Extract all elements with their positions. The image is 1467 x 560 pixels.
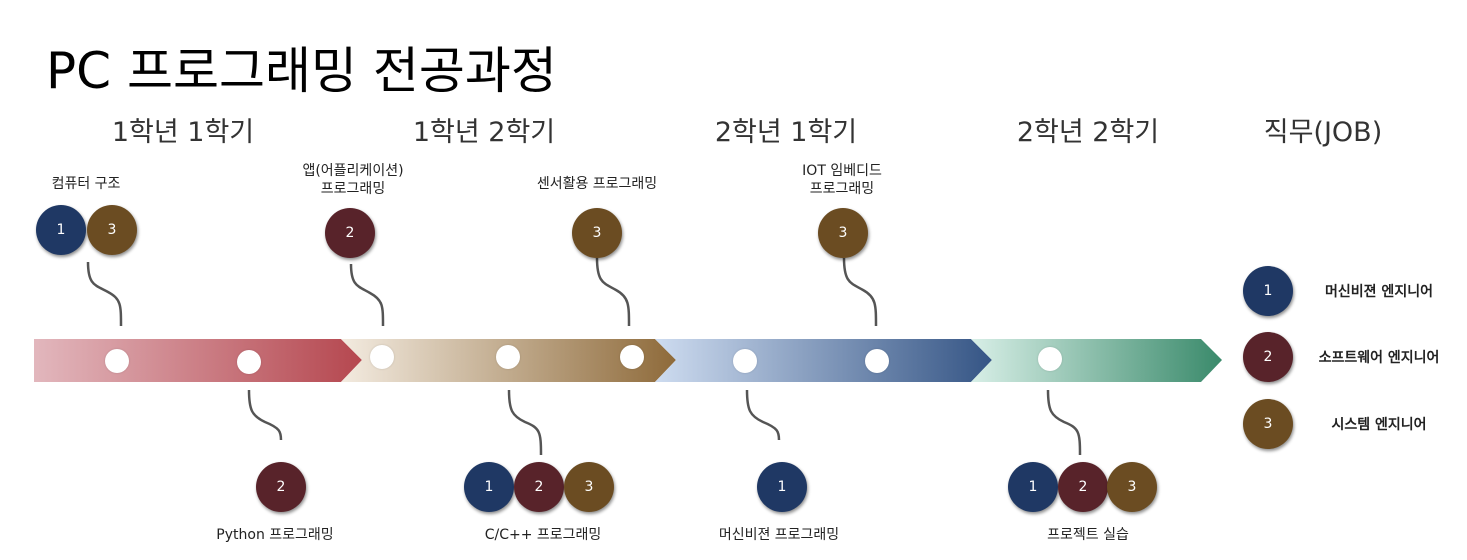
course-label-machine-vision-programming: 머신비젼 프로그래밍 (718, 527, 840, 543)
legend-label-3: 시스템 엔지니어 (1331, 417, 1427, 433)
connector-c-programming (507, 389, 543, 456)
course-label-c-programming: C/C++ 프로그래밍 (484, 527, 602, 543)
timeline-dot (105, 349, 129, 373)
badge-engineer-3: 3 (818, 208, 868, 258)
badge-engineer-2: 2 (1058, 462, 1108, 512)
badge-engineer-2: 2 (325, 208, 375, 258)
timeline-dot (1038, 347, 1062, 371)
connector-sensor-programming (595, 257, 631, 327)
badge-engineer-1: 1 (1008, 462, 1058, 512)
legend-label-2: 소프트웨어 엔지니어 (1318, 350, 1440, 366)
badge-engineer-1: 1 (464, 462, 514, 512)
timeline-dot (733, 349, 757, 373)
timeline-dot (370, 345, 394, 369)
timeline-dot (865, 349, 889, 373)
course-label-project-practice: 프로젝트 실습 (1047, 527, 1129, 543)
timeline-segment-3 (655, 339, 992, 382)
timeline-segment-1 (34, 339, 362, 382)
badge-engineer-2: 2 (514, 462, 564, 512)
legend-badge-1: 1 (1243, 266, 1293, 316)
course-label-computer-structure: 컴퓨터 구조 (51, 176, 121, 192)
course-label-sensor-programming: 센서활용 프로그래밍 (536, 176, 658, 192)
timeline-dot (237, 350, 261, 374)
connector-project-practice (1046, 389, 1082, 456)
timeline-segment-4 (971, 339, 1222, 382)
connector-app-programming (349, 263, 385, 327)
badge-engineer-3: 3 (572, 208, 622, 258)
connector-computer-structure (86, 261, 123, 327)
badge-engineer-3: 3 (1107, 462, 1157, 512)
phase-header-2: 1학년 2학기 (412, 117, 556, 148)
phase-header-3: 2학년 1학기 (714, 117, 858, 148)
legend-badge-2: 2 (1243, 332, 1293, 382)
timeline-dot (620, 345, 644, 369)
timeline-dot (496, 345, 520, 369)
badge-engineer-1: 1 (36, 205, 86, 255)
connector-python-programming (247, 389, 283, 441)
course-label-app-programming: 앱(어플리케이션) 프로그래밍 (302, 163, 404, 197)
phase-header-1: 1학년 1학기 (111, 117, 255, 148)
connector-iot-programming (842, 257, 878, 327)
course-label-iot-programming: IOT 임베디드 프로그래밍 (802, 163, 882, 197)
job-header: 직무(JOB) (1263, 117, 1383, 148)
badge-engineer-1: 1 (757, 462, 807, 512)
course-label-python-programming: Python 프로그래밍 (216, 527, 334, 543)
badge-engineer-3: 3 (87, 205, 137, 255)
connector-machine-vision-programming (745, 389, 781, 441)
phase-header-4: 2학년 2학기 (1016, 117, 1160, 148)
badge-engineer-2: 2 (256, 462, 306, 512)
page-title: PC 프로그래밍 전공과정 (46, 42, 557, 100)
badge-engineer-3: 3 (564, 462, 614, 512)
legend-badge-3: 3 (1243, 399, 1293, 449)
legend-label-1: 머신비젼 엔지니어 (1325, 284, 1433, 300)
